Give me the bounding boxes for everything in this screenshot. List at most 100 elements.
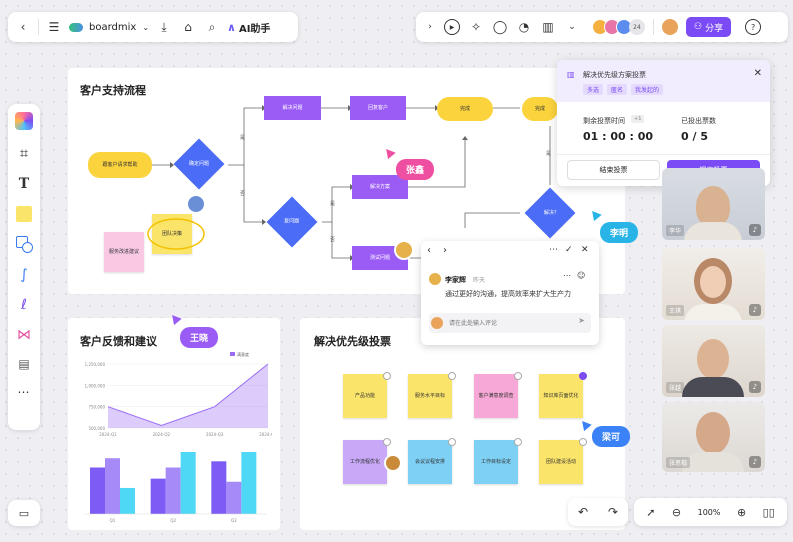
sticky-note-suggest[interactable]: 服务改进建议 [104,232,144,272]
minimap-icon[interactable]: ▭ [8,500,40,526]
zoom-bar: ➚ ⊖ 100% ⊕ ▯▯ [634,498,787,526]
video-name: 王琪 [666,305,685,316]
menu-icon[interactable]: ☰ [48,20,60,34]
collapse-icon[interactable]: › [428,22,432,32]
priority-note[interactable]: 工作流程优化 [343,440,387,484]
y-tick-label: 1,250,000 [85,362,106,367]
tools-icon[interactable]: ▤ [18,357,30,371]
flow-label-yes1: 是 [240,135,246,141]
connector-icon[interactable]: ∫ [20,267,28,283]
vote-checkbox[interactable] [383,438,391,446]
share-button[interactable]: ⚇ 分享 [686,17,732,37]
priority-note[interactable]: 客户满意度调查 [474,374,518,418]
comment-input-box[interactable]: ➤ [429,313,591,333]
send-icon[interactable]: ➤ [578,316,585,325]
prev-icon[interactable]: ‹ [427,245,431,256]
bar [211,461,227,514]
close-icon[interactable]: ✕ [753,68,762,79]
chevron-down-icon[interactable]: ⌄ [142,22,150,32]
timer-icon[interactable]: ◔ [518,20,530,34]
participant-avatar [697,339,729,379]
templates-icon[interactable] [15,112,33,130]
back-icon[interactable]: ‹ [20,20,26,34]
flow-node-solve[interactable]: 解决问题 [264,96,321,120]
avatar [394,240,414,260]
vote-chart-icon[interactable]: ▥ [542,20,554,34]
mic-icon[interactable]: ♪ [749,224,761,236]
collaborator-avatars[interactable]: 24 [592,19,645,35]
flow-node-schedule[interactable]: 解决方案 [352,175,408,199]
comment-icon[interactable]: ◯ [492,19,508,35]
select-pointer-icon[interactable]: ➚ [646,505,656,519]
comment-input[interactable] [449,317,569,329]
video-tile[interactable]: 王琪 ♪ [662,248,765,320]
flow-label-yes3: 是 [546,151,552,157]
bar [241,452,257,514]
vote-checkbox[interactable] [514,438,522,446]
next-icon[interactable]: › [443,245,447,256]
emoji-icon[interactable]: ☺ [577,271,586,280]
undo-icon[interactable]: ↶ [577,505,589,519]
more-icon[interactable]: ⋯ [17,385,31,399]
mic-icon[interactable]: ♪ [749,381,761,393]
bar [120,487,135,514]
vote-tags: 多选 匿名 我发起的 [583,84,664,95]
help-icon[interactable]: ? [745,19,762,35]
celebrate-icon[interactable]: ✧ [470,20,482,34]
collaborator-count: 24 [629,19,645,35]
vote-checkbox[interactable] [579,438,587,446]
more-down-icon[interactable]: ⌄ [568,22,576,32]
priority-note[interactable]: 团队建设活动 [539,440,583,484]
more-icon[interactable]: ⋯ [549,245,558,255]
map-icon[interactable]: ▯▯ [762,505,775,519]
vote-time-plus[interactable]: +1 [631,115,645,123]
download-icon[interactable]: ⤓ [161,19,167,34]
shapes-icon[interactable] [15,236,33,253]
vote-checkbox[interactable] [514,372,522,380]
more-icon[interactable]: ⋯ [563,271,571,280]
vote-checkbox[interactable] [579,372,587,380]
cursor-tag-wangxiao: 王晓 [180,327,219,348]
priority-note[interactable]: 产品功能 [343,374,387,418]
video-tile[interactable]: 张越 ♪ [662,325,765,397]
zoom-in-icon[interactable]: ⊕ [736,505,747,519]
mic-icon[interactable]: ♪ [749,456,761,468]
flow-node-done2[interactable]: 完成 [522,97,558,121]
priority-note[interactable]: 服务水平目标 [408,374,452,418]
video-tile[interactable]: 李华 ♪ [662,168,765,240]
play-icon[interactable]: ▶ [444,19,460,35]
x-tick-label: Q3 [231,518,237,523]
end-vote-button[interactable]: 结束投票 [567,160,660,180]
text-icon[interactable]: T [18,176,30,192]
vote-tag: 匿名 [607,84,628,95]
app-name[interactable]: boardmix [89,21,137,33]
zoom-level[interactable]: 100% [697,507,721,517]
resolve-icon[interactable]: ✓ [565,245,573,255]
sticky-note-team[interactable]: 团队决策 [152,214,192,254]
priority-note[interactable]: 知识库页面优化 [539,374,583,418]
sticky-note-icon[interactable] [16,206,32,222]
redo-icon[interactable]: ↷ [607,505,619,519]
vote-time-label: 剩余投票时间 [583,117,625,125]
vote-checkbox[interactable] [448,438,456,446]
search-icon[interactable]: ⌕ [208,19,216,34]
pen-icon[interactable]: ℓ [21,297,27,313]
video-tile[interactable]: 张思楷 ♪ [662,402,765,472]
priority-note[interactable]: 会议议程安排 [408,440,452,484]
mindmap-icon[interactable]: ⋈ [17,327,31,343]
my-avatar[interactable] [662,19,678,35]
ai-assistant-button[interactable]: ∧ AI助手 [227,20,270,35]
tag-icon[interactable]: ⌂ [184,20,192,34]
logo-cloud-icon [69,22,83,32]
close-icon[interactable]: ✕ [581,245,589,255]
zoom-out-icon[interactable]: ⊖ [671,505,682,519]
frame-icon[interactable]: ⌗ [19,144,29,162]
vote-checkbox[interactable] [448,372,456,380]
x-tick-label: Q1 [110,518,116,523]
mic-icon[interactable]: ♪ [749,304,761,316]
flow-node-reply[interactable]: 回复客户 [350,96,406,120]
vote-checkbox[interactable] [383,372,391,380]
flow-node-done1[interactable]: 完成 [437,97,493,121]
priority-note[interactable]: 工作目标设定 [474,440,518,484]
flow-node-start[interactable]: 跟客户请求帮助 [88,152,152,178]
